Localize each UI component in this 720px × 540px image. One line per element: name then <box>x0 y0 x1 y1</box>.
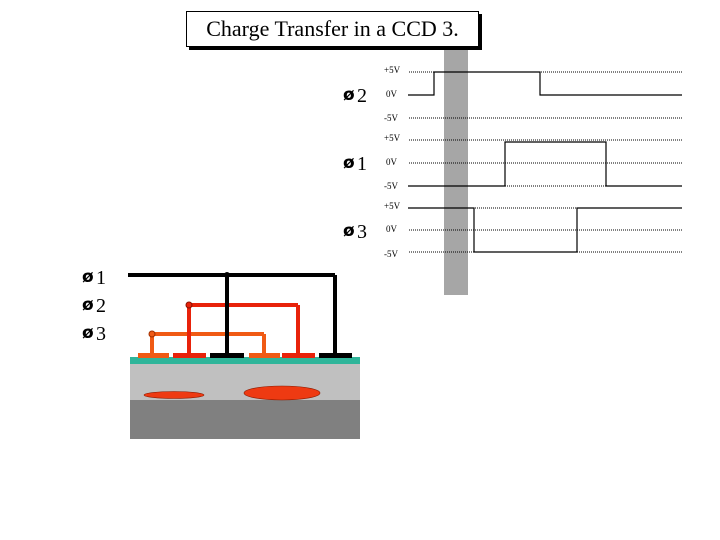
phase-2-symbol: ø <box>343 85 355 105</box>
title-box: Charge Transfer in a CCD 3. <box>186 11 479 47</box>
phase-2-label: 2 <box>357 85 367 107</box>
phase-1-junction <box>224 272 230 278</box>
phase-3-minus-label: -5V <box>384 249 398 259</box>
legend-phase-2-label: 2 <box>96 295 106 317</box>
charge-packet-small <box>143 391 205 399</box>
phase-3-waveform <box>408 207 682 253</box>
phase-1-minus-label: -5V <box>384 181 398 191</box>
phase-2-wiring <box>173 301 315 358</box>
substrate-lower <box>130 400 360 439</box>
phase-2-gate-b <box>282 353 315 358</box>
legend-phase-3-symbol: ø <box>82 323 94 343</box>
legend-phase-2-symbol: ø <box>82 295 94 315</box>
phase-3-wiring <box>138 330 280 358</box>
timing-row-phase-2: ø 2 +5V 0V -5V <box>343 65 682 123</box>
phase-2-junction <box>185 301 193 309</box>
phase-3-gate-a <box>138 353 169 358</box>
phase-1-gate-b <box>319 353 352 358</box>
phase-2-minus-label: -5V <box>384 113 398 123</box>
phase-1-gate-a <box>210 353 244 358</box>
charge-packet-large <box>243 385 321 401</box>
phase-3-junction <box>148 330 156 338</box>
phase-1-plus-label: +5V <box>384 133 401 143</box>
phase-1-wiring <box>128 272 352 358</box>
phase-2-gate-a <box>173 353 206 358</box>
phase-3-plus-label: +5V <box>384 201 401 211</box>
phase-2-zero-label: 0V <box>386 89 398 99</box>
phase-1-zero-label: 0V <box>386 157 398 167</box>
timing-row-phase-3: ø 3 +5V 0V -5V <box>343 201 682 259</box>
phase-3-label: 3 <box>357 221 367 243</box>
phase-legend: ø 1 ø 2 ø 3 <box>82 267 106 345</box>
phase-1-label: 1 <box>357 153 367 175</box>
phase-3-zero-label: 0V <box>386 224 398 234</box>
phase-1-symbol: ø <box>343 153 355 173</box>
insulator-layer <box>130 357 360 364</box>
phase-3-gate-b <box>249 353 280 358</box>
phase-1-waveform <box>408 141 682 187</box>
timing-row-phase-1: ø 1 +5V 0V -5V <box>343 133 682 191</box>
legend-phase-3-label: 3 <box>96 323 106 345</box>
phase-3-symbol: ø <box>343 221 355 241</box>
legend-phase-1-symbol: ø <box>82 267 94 287</box>
time-marker-bar <box>444 50 468 295</box>
legend-phase-1-label: 1 <box>96 267 106 289</box>
phase-2-waveform <box>408 71 682 96</box>
phase-2-plus-label: +5V <box>384 65 401 75</box>
